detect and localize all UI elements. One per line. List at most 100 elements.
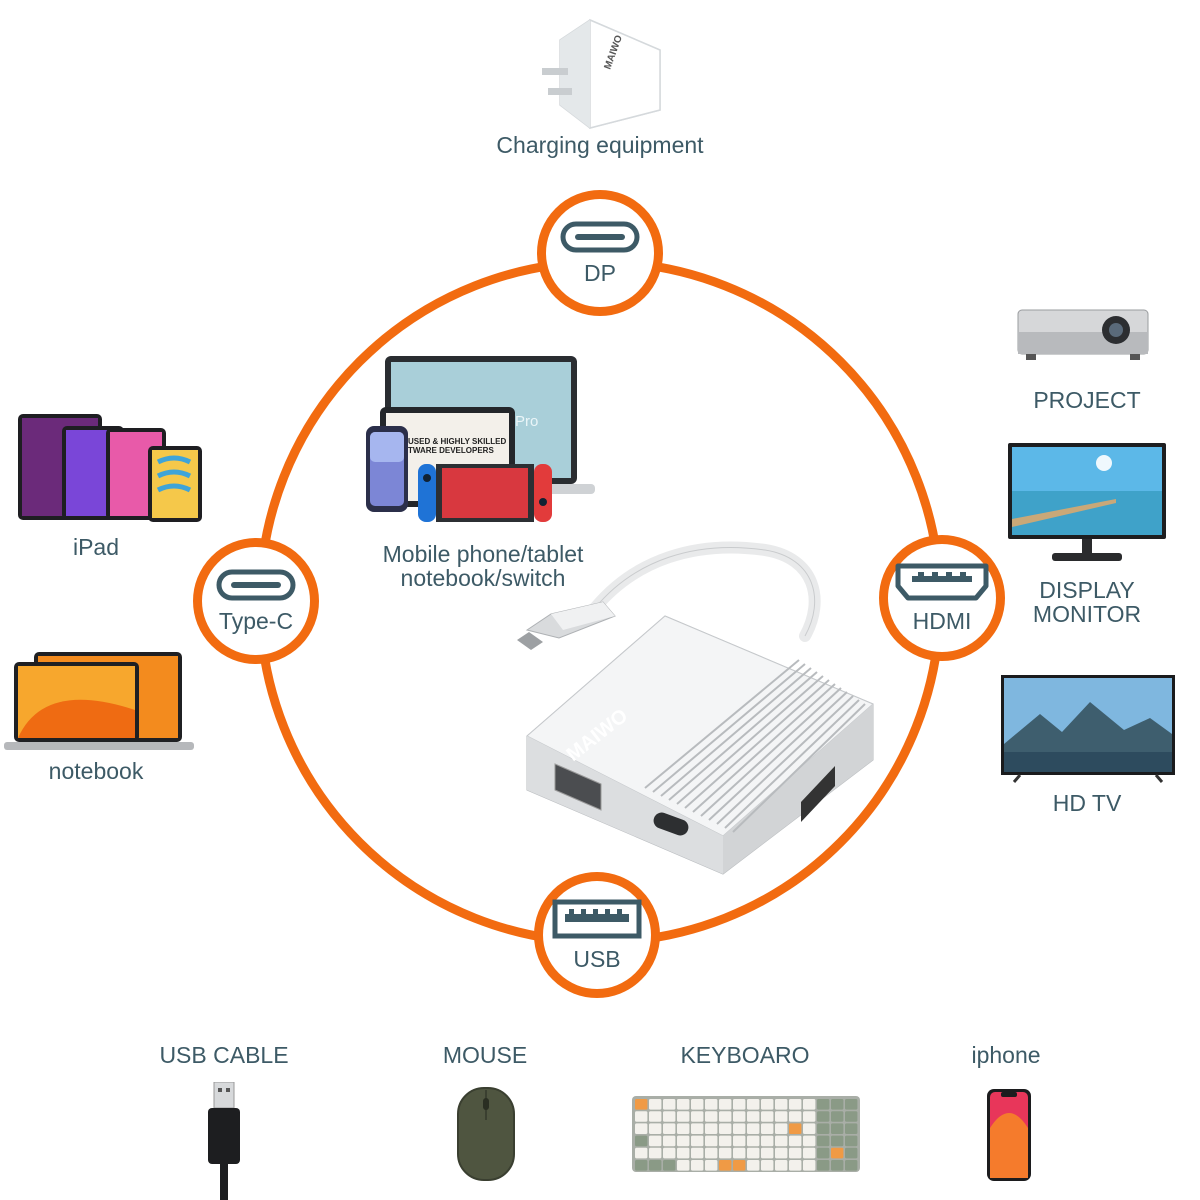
keyboard-key — [803, 1111, 816, 1122]
iphone-icon — [986, 1088, 1032, 1182]
hdmi-port-node: HDMI — [879, 535, 1005, 661]
devices-label-line2: notebook/switch — [400, 565, 566, 591]
usb-c-port-icon — [560, 221, 640, 252]
keyboard-key — [775, 1160, 788, 1171]
hdmi-port-icon — [895, 563, 989, 600]
monitor-label-line1: DISPLAY — [1039, 577, 1135, 603]
keyboard-key — [747, 1147, 760, 1159]
keyboard-key — [677, 1135, 690, 1147]
keyboard-key — [803, 1160, 816, 1171]
keyboard-key — [747, 1111, 760, 1122]
monitor-label-line2: MONITOR — [1032, 601, 1142, 627]
mouse-icon — [456, 1086, 516, 1182]
keyboard-key — [831, 1160, 844, 1171]
keyboard-key — [747, 1099, 760, 1110]
keyboard-key — [747, 1135, 760, 1147]
keyboard-key — [761, 1160, 774, 1171]
keyboard-key — [789, 1123, 802, 1134]
keyboard-key — [649, 1135, 662, 1147]
keyboard-icon — [632, 1096, 860, 1172]
iphone-label: iphone — [971, 1042, 1041, 1068]
keyboard-key — [705, 1111, 718, 1122]
usb-cable-label: USB CABLE — [159, 1042, 289, 1068]
charging-equipment-label: Charging equipment — [496, 132, 704, 158]
keyboard-key — [817, 1123, 830, 1134]
keyboard-key — [775, 1123, 788, 1134]
projector-label: PROJECT — [1033, 387, 1141, 413]
keyboard-key — [733, 1147, 746, 1159]
keyboard-key — [817, 1147, 830, 1159]
keyboard-key — [635, 1111, 648, 1122]
keyboard-key — [845, 1099, 858, 1110]
hub-icon: MAIWO — [515, 540, 885, 880]
keyboard-key — [649, 1123, 662, 1134]
keyboard-key — [663, 1160, 676, 1171]
hdmi-label: HDMI — [912, 607, 972, 634]
keyboard-key — [719, 1111, 732, 1122]
keyboard-key — [733, 1160, 746, 1171]
keyboard-key — [831, 1111, 844, 1122]
keyboard-key — [719, 1160, 732, 1171]
keyboard-key — [775, 1135, 788, 1147]
devices-label-line1: Mobile phone/tablet — [382, 541, 584, 567]
keyboard-key — [677, 1099, 690, 1110]
keyboard-key — [845, 1160, 858, 1171]
notebook-icon — [4, 650, 194, 755]
keyboard-key — [803, 1147, 816, 1159]
usb-cable-icon — [200, 1082, 248, 1200]
keyboard-key — [761, 1111, 774, 1122]
keyboard-label: KEYBOARO — [680, 1042, 810, 1068]
keyboard-key — [663, 1111, 676, 1122]
keyboard-key — [803, 1135, 816, 1147]
usb-port-node: USB — [534, 872, 660, 998]
keyboard-key — [733, 1099, 746, 1110]
keyboard-key — [635, 1123, 648, 1134]
keyboard-key — [761, 1147, 774, 1159]
usb-a-port-icon — [552, 899, 642, 938]
keyboard-key — [705, 1147, 718, 1159]
keyboard-key — [705, 1135, 718, 1147]
keyboard-key — [649, 1099, 662, 1110]
keyboard-key — [761, 1135, 774, 1147]
keyboard-key — [649, 1160, 662, 1171]
tv-label: HD TV — [1052, 790, 1122, 816]
keyboard-key — [719, 1099, 732, 1110]
keyboard-key — [677, 1147, 690, 1159]
keyboard-key — [747, 1123, 760, 1134]
typec-label: Type-C — [218, 607, 294, 634]
keyboard-key — [649, 1147, 662, 1159]
keyboard-key — [663, 1135, 676, 1147]
keyboard-key — [831, 1147, 844, 1159]
keyboard-key — [635, 1135, 648, 1147]
keyboard-key — [845, 1147, 858, 1159]
keyboard-key — [817, 1111, 830, 1122]
keyboard-key — [831, 1135, 844, 1147]
keyboard-key — [761, 1123, 774, 1134]
keyboard-key — [817, 1135, 830, 1147]
charger-icon: MAIWO — [530, 10, 670, 130]
keyboard-key — [635, 1147, 648, 1159]
keyboard-key — [719, 1147, 732, 1159]
keyboard-key — [733, 1123, 746, 1134]
keyboard-key — [663, 1099, 676, 1110]
keyboard-key — [845, 1123, 858, 1134]
keyboard-key — [747, 1160, 760, 1171]
usb-label: USB — [573, 945, 621, 972]
projector-icon — [1016, 306, 1152, 362]
keyboard-key — [663, 1123, 676, 1134]
ipad-label: iPad — [72, 534, 120, 560]
keyboard-key — [719, 1135, 732, 1147]
keyboard-key — [733, 1111, 746, 1122]
keyboard-key — [789, 1099, 802, 1110]
keyboard-key — [789, 1160, 802, 1171]
keyboard-key — [719, 1123, 732, 1134]
notebook-label: notebook — [48, 758, 144, 784]
keyboard-key — [789, 1135, 802, 1147]
tv-icon — [1000, 674, 1176, 784]
keyboard-key — [789, 1147, 802, 1159]
keyboard-key — [789, 1111, 802, 1122]
keyboard-key — [691, 1123, 704, 1134]
usb-c-port-icon — [216, 569, 296, 600]
keyboard-key — [635, 1160, 648, 1171]
ipad-icon — [18, 414, 203, 524]
